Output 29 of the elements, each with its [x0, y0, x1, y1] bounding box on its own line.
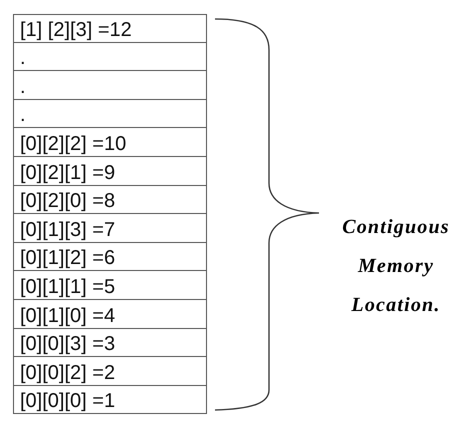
table-cell [13, 328, 207, 358]
cell-text: [0][1][3] =7 [20, 220, 116, 242]
cell-text: [0][0][2] =2 [20, 362, 116, 385]
cell-text: . [20, 76, 26, 99]
table-cell [13, 384, 207, 414]
cell-text: [0][1][1] =5 [20, 276, 116, 299]
table-cell [13, 127, 207, 157]
cell-text: [1] [2][3] =12 [20, 20, 132, 42]
cell-text: [0][1][2] =6 [20, 248, 116, 270]
table-cell [13, 299, 207, 329]
table-cell [13, 156, 207, 186]
cell-text: [0][2][1] =9 [20, 162, 116, 185]
table-cell [13, 14, 207, 43]
table-cell [13, 242, 207, 272]
cell-text: [0][0][3] =3 [20, 334, 116, 356]
table-cell [13, 270, 207, 300]
cell-text: [0][0][0] =1 [20, 391, 116, 414]
cell-text: . [20, 105, 26, 128]
cell-text: [0][1][0] =4 [20, 306, 116, 328]
table-cell [13, 356, 207, 386]
table-cell [13, 184, 207, 214]
cell-text: [0][2][2] =10 [20, 134, 126, 156]
table-cell [13, 98, 207, 128]
table-cell [13, 70, 207, 100]
table-cell [13, 213, 207, 243]
table-cell [13, 42, 207, 72]
cell-text: [0][2][0] =8 [20, 191, 116, 214]
cell-text: . [20, 48, 26, 70]
annotation-text: Contiguous Memory Location. [341, 215, 451, 318]
